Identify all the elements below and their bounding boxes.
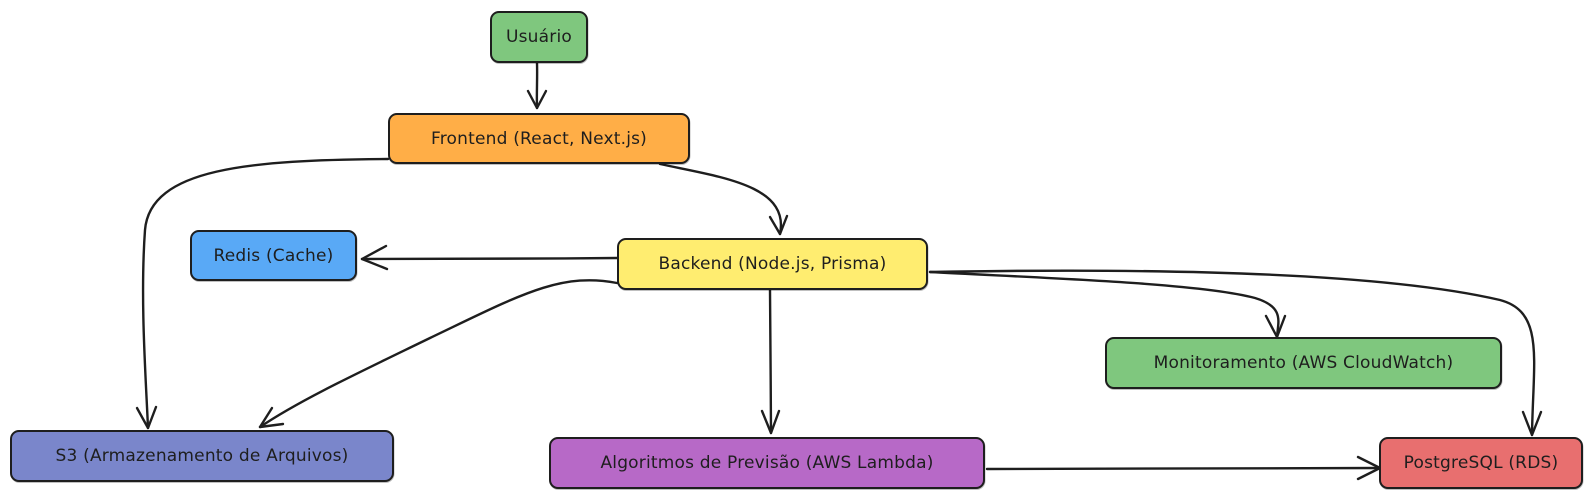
node-redis[interactable]: Redis (Cache) xyxy=(190,230,357,281)
node-monitoramento[interactable]: Monitoramento (AWS CloudWatch) xyxy=(1105,337,1502,389)
node-usuario[interactable]: Usuário xyxy=(490,11,588,63)
node-s3-label: S3 (Armazenamento de Arquivos) xyxy=(55,446,349,466)
node-backend-label: Backend (Node.js, Prisma) xyxy=(658,254,887,274)
node-algoritmos-label: Algoritmos de Previsão (AWS Lambda) xyxy=(600,453,934,473)
node-redis-label: Redis (Cache) xyxy=(213,245,334,266)
node-s3[interactable]: S3 (Armazenamento de Arquivos) xyxy=(10,430,394,482)
node-algoritmos[interactable]: Algoritmos de Previsão (AWS Lambda) xyxy=(549,437,985,489)
edge-backend-to-postgres xyxy=(928,269,1543,437)
node-postgres-label: PostgreSQL (RDS) xyxy=(1403,453,1559,473)
edge-backend-to-algoritmos xyxy=(760,288,781,435)
edge-backend-to-redis xyxy=(360,244,619,271)
edge-backend-to-monitoramento xyxy=(928,270,1287,339)
edge-backend-to-s3 xyxy=(258,279,619,429)
node-monitoramento-label: Monitoramento (AWS CloudWatch) xyxy=(1153,353,1454,373)
node-frontend[interactable]: Frontend (React, Next.js) xyxy=(388,113,690,164)
edge-usuario-to-frontend xyxy=(526,61,548,110)
node-postgres[interactable]: PostgreSQL (RDS) xyxy=(1379,437,1583,489)
edge-algoritmos-to-postgres xyxy=(985,455,1382,481)
node-usuario-label: Usuário xyxy=(505,27,572,47)
edge-frontend-to-backend xyxy=(658,162,789,236)
node-frontend-label: Frontend (React, Next.js) xyxy=(430,128,648,149)
node-backend[interactable]: Backend (Node.js, Prisma) xyxy=(617,238,928,290)
edge-frontend-to-s3 xyxy=(135,157,390,430)
